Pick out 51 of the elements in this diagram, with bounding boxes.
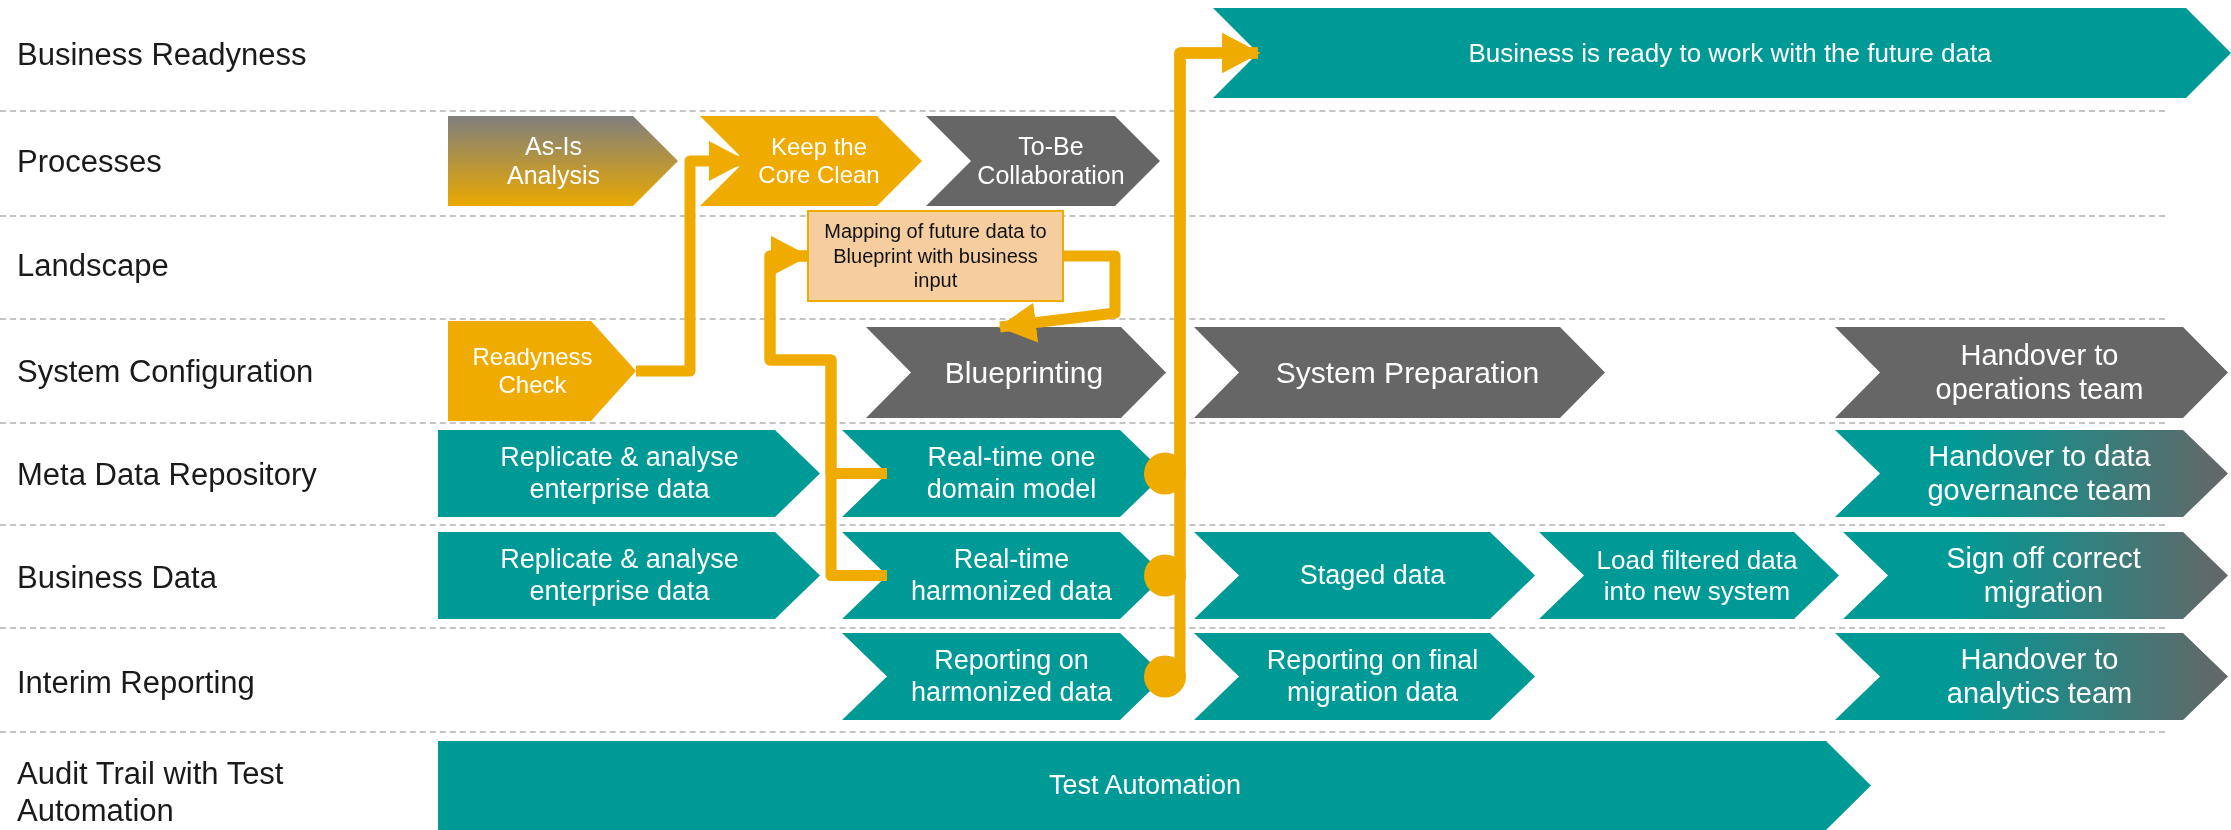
step-label: Readyness Check xyxy=(472,342,593,400)
step-label: Handover to operations team xyxy=(1934,338,2145,407)
step-label: Sign off correct migration xyxy=(1945,541,2142,610)
step-label: Blueprinting xyxy=(944,354,1104,391)
step-label: Keep the Core Clean xyxy=(757,132,881,190)
lane-label: System Configuration xyxy=(17,353,315,391)
step-label: Real-time one domain model xyxy=(925,441,1098,506)
lane-label: Business Data xyxy=(17,559,218,597)
connector-arrow xyxy=(764,236,887,581)
process-step xyxy=(1194,532,1535,619)
process-step xyxy=(1835,633,2228,720)
step-label: Reporting on harmonized data xyxy=(909,644,1114,709)
note-text: Mapping of future data to Blueprint with business input xyxy=(823,219,1048,293)
step-label: Test Automation xyxy=(1048,769,1242,802)
lane-label: Landscape xyxy=(17,247,170,285)
process-step xyxy=(438,532,820,619)
process-step xyxy=(1843,532,2228,619)
process-step xyxy=(1194,633,1535,720)
lane-label: Meta Data Repository xyxy=(17,456,318,494)
step-label: Staged data xyxy=(1299,559,1446,592)
lane-label: Processes xyxy=(17,143,163,181)
note-box xyxy=(807,210,1064,302)
process-step xyxy=(438,430,820,517)
process-step xyxy=(448,321,636,421)
process-step xyxy=(926,116,1160,206)
process-step xyxy=(866,327,1166,418)
process-step xyxy=(438,741,1871,830)
process-step xyxy=(1539,532,1839,619)
process-step xyxy=(1213,8,2231,98)
step-label: Replicate & analyse enterprise data xyxy=(499,543,740,608)
step-label: Reporting on final migration data xyxy=(1265,644,1480,709)
process-step xyxy=(1194,327,1605,418)
process-step xyxy=(700,116,922,206)
process-step xyxy=(1835,327,2228,418)
step-label: Handover to analytics team xyxy=(1945,642,2134,711)
step-label: Business is ready to work with the future data xyxy=(1468,37,1992,69)
process-step xyxy=(448,116,678,206)
lane-label: Interim Reporting xyxy=(17,664,256,702)
step-label: As-Is Analysis xyxy=(505,131,602,191)
connector-arrow xyxy=(1144,33,1260,698)
step-label: Handover to data governance team xyxy=(1926,439,2153,508)
step-label: System Preparation xyxy=(1275,354,1540,391)
step-label: Replicate & analyse enterprise data xyxy=(499,441,740,506)
step-label: To-Be Collaboration xyxy=(976,131,1126,191)
connector-arrow xyxy=(998,250,1121,343)
lane-label: Business Readyness xyxy=(17,36,308,74)
step-label: Real-time harmonized data xyxy=(909,543,1114,608)
process-step xyxy=(1835,430,2228,517)
lane-label: Audit Trail with Test Automation xyxy=(17,756,285,830)
connector-arrow xyxy=(636,141,747,377)
step-label: Load filtered data into new system xyxy=(1595,545,1799,606)
